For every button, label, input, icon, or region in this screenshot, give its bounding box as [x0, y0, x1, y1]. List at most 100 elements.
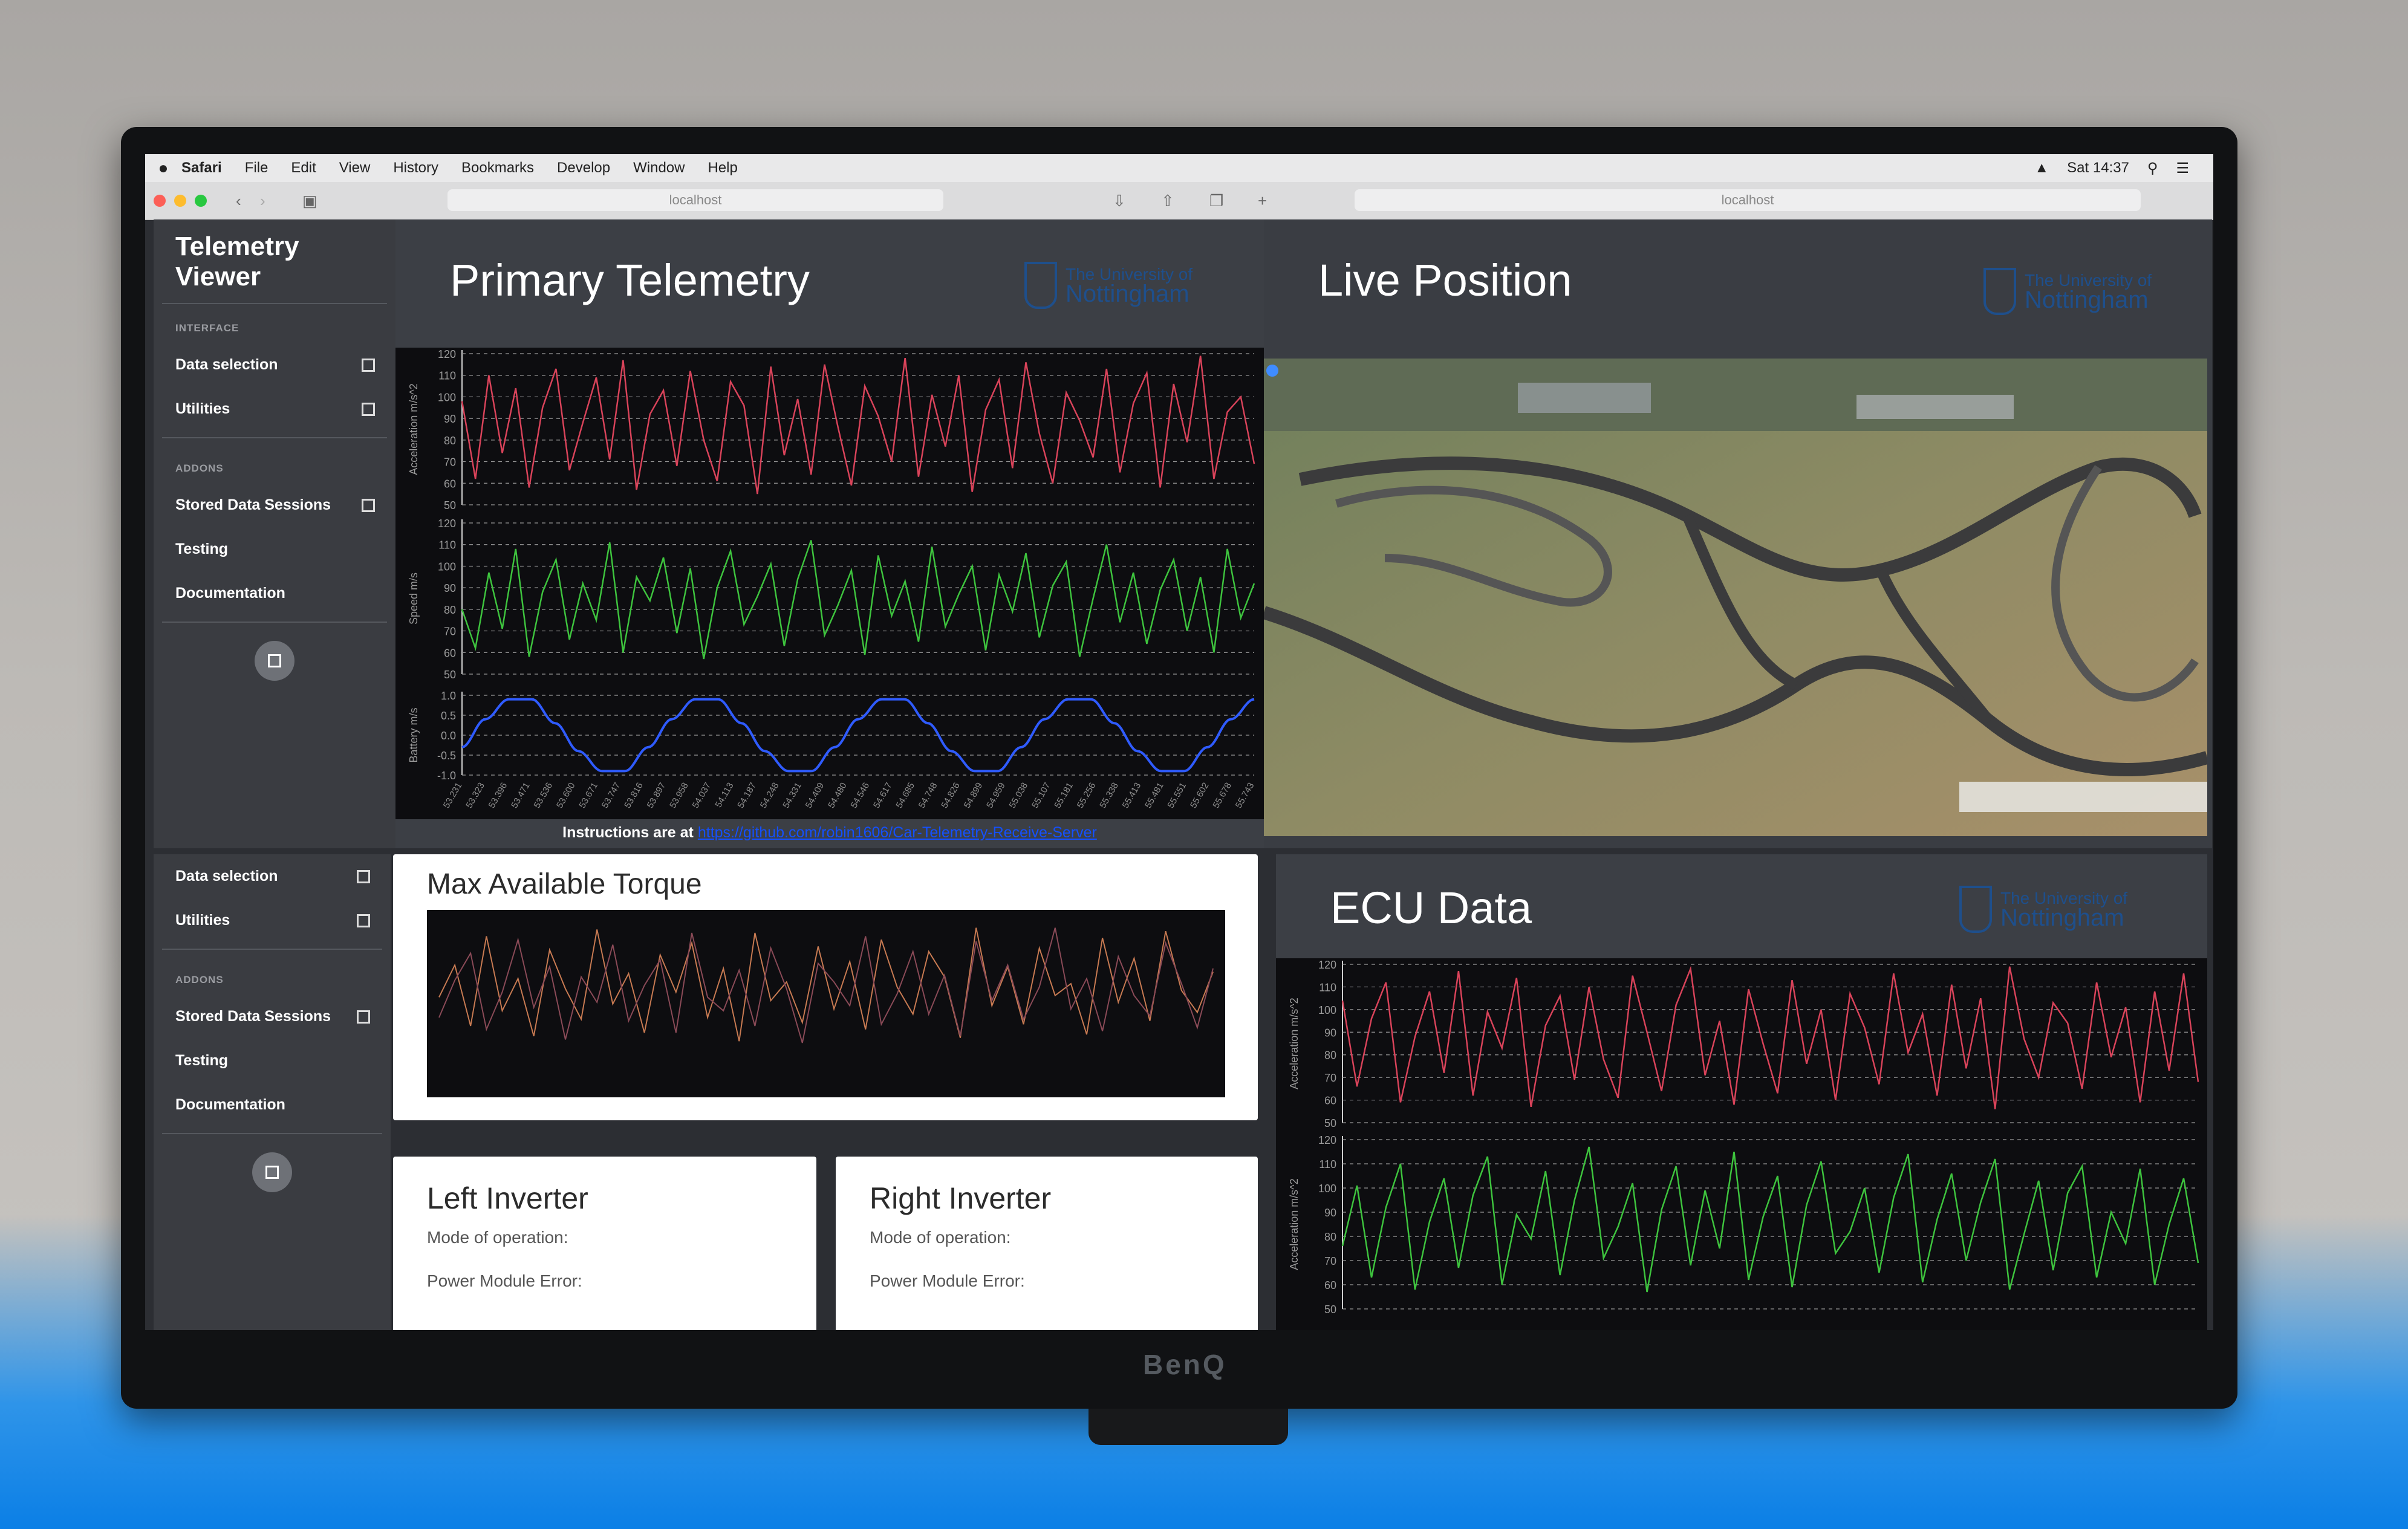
- series-line: [461, 355, 1255, 495]
- x-tick-label: 53.747: [600, 781, 623, 810]
- x-tick-label: 55.678: [1211, 781, 1234, 810]
- right-inverter-card: Right Inverter Mode of operation: Power …: [836, 1157, 1258, 1330]
- wifi-icon[interactable]: ▲: [2034, 160, 2049, 176]
- x-tick-label: 53.323: [464, 781, 487, 810]
- apple-icon[interactable]: ●: [158, 158, 169, 177]
- menu-view[interactable]: View: [339, 160, 371, 176]
- zoom-window-button[interactable]: [195, 195, 207, 207]
- expand-square-icon: [362, 358, 375, 372]
- sidebar-divider: [162, 1133, 382, 1134]
- tabs-icon[interactable]: ❐: [1209, 192, 1224, 210]
- x-tick-label: 53.816: [622, 781, 645, 810]
- x-tick-label: 54.959: [984, 781, 1007, 810]
- sidebar-item-testing[interactable]: Testing: [154, 527, 395, 571]
- monitor-stand: [1088, 1409, 1288, 1445]
- crest-icon: [1024, 262, 1057, 309]
- x-tick-label: 53.231: [441, 781, 464, 810]
- menubar-clock[interactable]: Sat 14:37: [2067, 160, 2129, 176]
- download-icon[interactable]: ⇩: [1113, 192, 1126, 210]
- y-tick-label: 80: [1324, 1050, 1336, 1062]
- back-icon[interactable]: ‹: [236, 192, 241, 210]
- y-tick-label: 70: [444, 456, 456, 469]
- menu-bookmarks[interactable]: Bookmarks: [461, 160, 535, 176]
- x-tick-label: 53.396: [487, 781, 510, 810]
- x-tick-label: 54.037: [691, 781, 714, 810]
- sidebar-item-utilities[interactable]: Utilities: [154, 898, 391, 943]
- share-icon[interactable]: ⇧: [1161, 192, 1174, 210]
- x-tick-label: 55.602: [1188, 781, 1211, 810]
- instructions-link[interactable]: https://github.com/robin1606/Car-Telemet…: [697, 824, 1097, 841]
- sidebar-item-label: Utilities: [175, 400, 230, 417]
- menu-file[interactable]: File: [244, 160, 268, 176]
- menu-app-name[interactable]: Safari: [181, 160, 222, 176]
- expand-square-icon: [362, 402, 375, 416]
- sidebar-top: Telemetry Viewer INTERFACE Data selectio…: [154, 219, 395, 848]
- forward-icon[interactable]: ›: [260, 192, 265, 210]
- sidebar-item-label: Documentation: [175, 1096, 285, 1113]
- y-tick-label: 70: [1324, 1255, 1336, 1267]
- y-tick-label: 80: [1324, 1231, 1336, 1243]
- minimize-window-button[interactable]: [174, 195, 186, 207]
- sidebar-collapse-button[interactable]: [252, 1152, 292, 1192]
- mode-of-operation-label: Mode of operation:: [427, 1228, 568, 1247]
- series-line: [1341, 966, 2199, 1109]
- sidebar-item-testing[interactable]: Testing: [154, 1039, 391, 1083]
- sidebar-item-stored-sessions[interactable]: Stored Data Sessions: [154, 483, 395, 527]
- sidebar-item-stored-sessions[interactable]: Stored Data Sessions: [154, 995, 391, 1039]
- torque-series-line: [438, 927, 1214, 1044]
- sidebar-item-label: Data selection: [175, 356, 278, 373]
- crest-icon: [1983, 268, 2016, 315]
- torque-chart-svg: [438, 927, 1214, 1044]
- x-tick-label: 54.546: [849, 781, 872, 810]
- new-tab-icon[interactable]: +: [1258, 192, 1267, 210]
- close-window-button[interactable]: [154, 195, 166, 207]
- sidebar-item-label: Data selection: [175, 868, 278, 885]
- y-tick-label: 120: [1318, 959, 1336, 971]
- section-addons-label: ADDONS: [175, 463, 224, 474]
- y-tick-label: 120: [438, 518, 456, 530]
- sidebar-item-data-selection[interactable]: Data selection: [154, 854, 391, 898]
- mode-of-operation-label: Mode of operation:: [870, 1228, 1011, 1247]
- panel-title: Live Position: [1318, 255, 1572, 305]
- left-inverter-card: Left Inverter Mode of operation: Power M…: [393, 1157, 816, 1330]
- sidebar-item-utilities[interactable]: Utilities: [154, 387, 395, 431]
- x-tick-label: 55.413: [1121, 781, 1144, 810]
- card-title: Right Inverter: [870, 1181, 1052, 1215]
- x-tick-label: 54.748: [917, 781, 940, 810]
- x-tick-label: 54.685: [894, 781, 917, 810]
- menu-edit[interactable]: Edit: [291, 160, 316, 176]
- sidebar-item-label: Testing: [175, 541, 229, 557]
- menu-develop[interactable]: Develop: [557, 160, 611, 176]
- sidebar-item-label: Testing: [175, 1052, 229, 1069]
- sidebar-bottom: Data selection Utilities ADDONS Stored D…: [154, 854, 391, 1330]
- sidebar-toggle-icon[interactable]: ▣: [302, 192, 317, 210]
- track-map[interactable]: [1264, 359, 2207, 836]
- notification-center-icon[interactable]: ☰: [2176, 160, 2189, 177]
- panel-title: Primary Telemetry: [450, 255, 810, 305]
- sidebar-divider: [162, 622, 387, 623]
- logo-line2: Nottingham: [1066, 281, 1189, 307]
- y-tick-label: 0.5: [441, 710, 456, 722]
- menu-history[interactable]: History: [393, 160, 438, 176]
- sidebar-item-data-selection[interactable]: Data selection: [154, 343, 395, 387]
- menu-help[interactable]: Help: [708, 160, 738, 176]
- y-tick-label: 60: [444, 478, 456, 490]
- y-axis-label: Acceleration m/s^2: [1288, 998, 1300, 1089]
- menu-window[interactable]: Window: [633, 160, 685, 176]
- series-line: [1341, 1146, 2199, 1293]
- series-line: [461, 698, 1255, 773]
- sidebar-item-documentation[interactable]: Documentation: [154, 1083, 391, 1127]
- x-tick-label: 54.480: [826, 781, 849, 810]
- sidebar-collapse-button[interactable]: [255, 641, 294, 681]
- aerial-track-image: [1264, 359, 2207, 836]
- spotlight-search-icon[interactable]: ⚲: [2147, 160, 2158, 177]
- left-address-bar[interactable]: localhost: [447, 189, 943, 211]
- x-tick-label: 55.338: [1098, 781, 1121, 810]
- torque-series-line: [438, 927, 1214, 1042]
- right-address-bar[interactable]: localhost: [1355, 189, 2141, 211]
- sidebar-item-documentation[interactable]: Documentation: [154, 571, 395, 615]
- logo-line2: Nottingham: [2025, 287, 2149, 313]
